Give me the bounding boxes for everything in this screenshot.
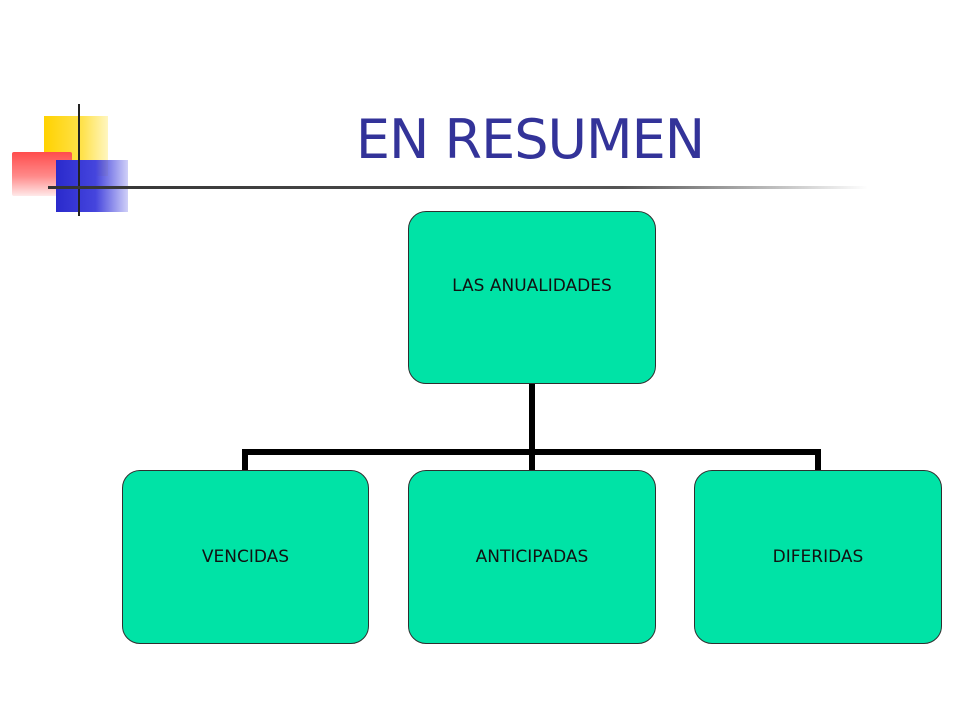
node-diferidas-label: DIFERIDAS	[772, 547, 864, 567]
node-las-anualidades: LAS ANUALIDADES	[408, 211, 656, 384]
node-diferidas: DIFERIDAS	[694, 470, 942, 644]
node-vencidas-label: VENCIDAS	[201, 547, 290, 567]
node-vencidas: VENCIDAS	[122, 470, 369, 644]
decorative-vertical-line	[78, 104, 80, 216]
title-underline	[48, 186, 868, 189]
node-anticipadas: ANTICIPADAS	[408, 470, 656, 644]
slide-title: EN RESUMEN	[355, 108, 705, 171]
node-anticipadas-label: ANTICIPADAS	[475, 547, 589, 567]
node-root-label: LAS ANUALIDADES	[452, 275, 612, 296]
